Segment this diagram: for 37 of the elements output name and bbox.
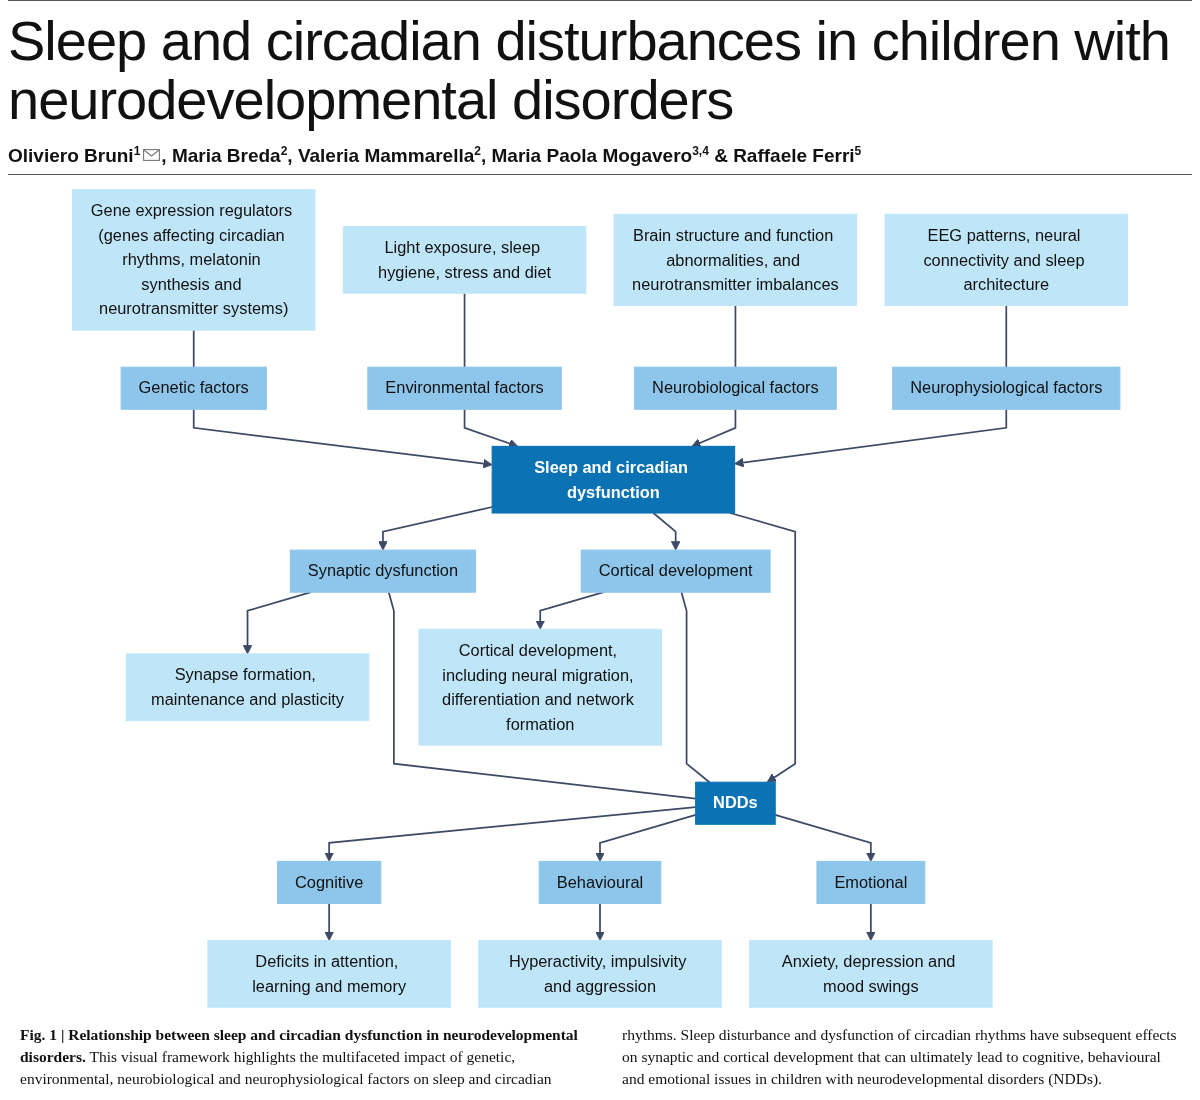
process-box: Light exposure, sleep hygiene, stress and diet <box>342 226 587 294</box>
author-names: , Maria Breda$^{2}$, Valeria Mammarella$^{2}$, Maria Paola Mogavero$^{3,4}$ & Raffaele Ferri$^{5}$ <box>161 143 862 168</box>
process-box: Neurobiological factors <box>634 366 837 410</box>
arrow <box>729 512 797 783</box>
process-box: Behavioural <box>538 860 662 905</box>
arrow <box>192 408 493 469</box>
process-box: Deficits in attention, learning and memory <box>207 940 451 1008</box>
arrow <box>691 408 737 448</box>
connector-line <box>734 304 737 369</box>
process-box: EEG patterns, neural connectivity and sleep architecture <box>884 213 1129 307</box>
connector-line <box>463 292 466 369</box>
process-box: Gene expression regulators (genes affecting circadian rhythms, melatonin synthesis and neurotransmitter systems) <box>71 189 316 331</box>
process-box: Synaptic dysfunction <box>289 549 477 593</box>
figure-caption: Fig. 1 | Relationship between sleep and circadian dysfunction in neurodevelopmental disorders. This visual framework highlights the multifaceted impact of genetic, environmental, neurobiological and neurophysiological factors on sleep and circadian rhythms. Sleep disturbance and dysfunction of circadian rhythms have subsequent effects on synaptic and cortical development that can ultimately lead to cognitive, behavioural and emotional issues in children with neurodevelopmental disorders (NDDs). <box>20 1025 1178 1089</box>
process-box: Emotional <box>816 860 926 905</box>
process-box: Sleep and circadian dysfunction <box>491 445 736 514</box>
connector-line <box>1005 304 1008 369</box>
process-box: Brain structure and function abnormalities, and neurotransmitter imbalances <box>613 213 858 307</box>
arrow <box>652 512 681 551</box>
connector-line <box>680 591 711 784</box>
process-box: Cognitive <box>276 860 382 905</box>
process-box: Synapse formation, maintenance and plasticity <box>125 653 370 722</box>
arrow <box>595 902 605 942</box>
process-box: Environmental factors <box>367 366 562 410</box>
process-box: Neurophysiological factors <box>892 366 1121 410</box>
arrow <box>324 902 334 942</box>
title: Sleep and circadian disturbances in children with neurodevelopmental disorders <box>8 11 1171 130</box>
process-box: Cortical development, including neural migration, differentiation and network formation <box>418 628 662 746</box>
process-box: Hyperactivity, impulsivity and aggression <box>478 940 722 1008</box>
arrow <box>734 408 1008 468</box>
process-box: Cortical development <box>580 549 771 593</box>
process-box: NDDs <box>695 781 776 825</box>
connector-line <box>192 329 195 369</box>
process-box: Genetic factors <box>120 366 267 410</box>
process-box: Anxiety, depression and mood swings <box>749 940 993 1008</box>
arrow <box>866 902 876 942</box>
author-name: Oliviero Bruni$^{1}$ <box>8 143 141 168</box>
